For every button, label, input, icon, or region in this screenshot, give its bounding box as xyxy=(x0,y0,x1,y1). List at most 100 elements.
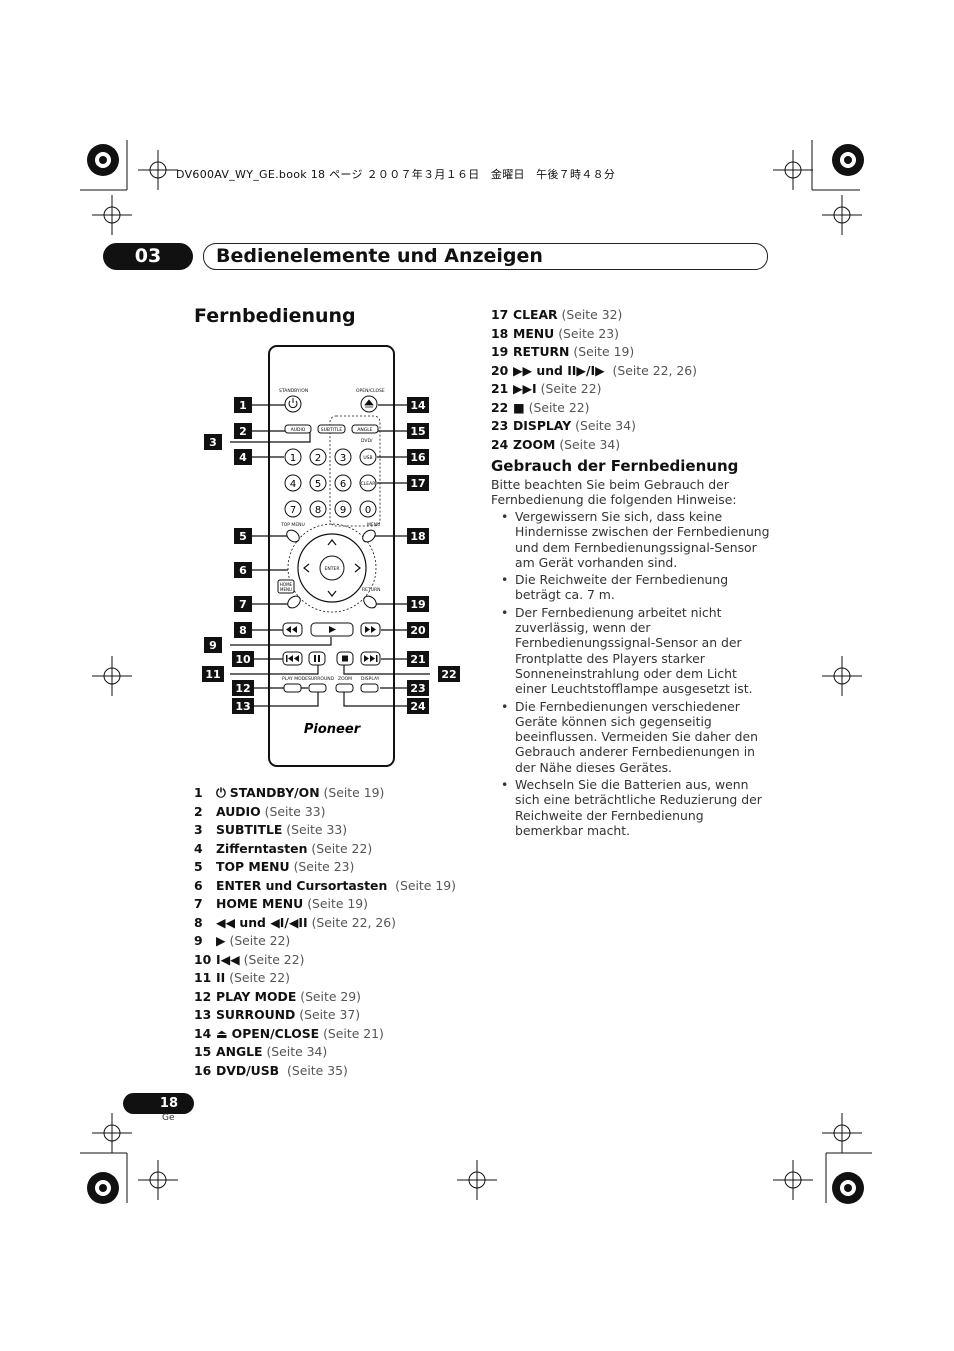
list-item: Die Fernbedienungen verschiedener Geräte… xyxy=(498,699,770,775)
previous-icon xyxy=(286,655,299,662)
svg-text:7: 7 xyxy=(239,598,247,611)
svg-text:7: 7 xyxy=(290,505,296,516)
svg-text:1: 1 xyxy=(290,453,296,464)
print-header: DV600AV_WY_GE.book 18 ページ ２００７年３月１６日 金曜日… xyxy=(176,168,616,181)
pause-button xyxy=(308,651,326,666)
list-item: 1⏻ STANDBY/ON (Seite 19) xyxy=(194,785,385,800)
section-title: Fernbedienung xyxy=(194,305,356,327)
chapter-title: Bedienelemente und Anzeigen xyxy=(216,245,543,267)
svg-text:4: 4 xyxy=(239,451,247,464)
svg-text:AUDIO: AUDIO xyxy=(291,427,306,433)
usage-bullets: Vergewissern Sie sich, dass keine Hinder… xyxy=(498,509,770,840)
svg-text:3: 3 xyxy=(209,436,217,449)
cursor-right-icon xyxy=(354,563,361,573)
list-item: Der Fernbedienung arbeitet nicht zuverlä… xyxy=(498,605,770,697)
svg-text:9: 9 xyxy=(209,639,217,652)
list-item: 20▶▶ und II▶/I▶ (Seite 22, 26) xyxy=(491,362,697,378)
svg-text:14: 14 xyxy=(410,399,426,412)
usage-title: Gebrauch der Fernbedienung xyxy=(491,457,739,475)
svg-text:22: 22 xyxy=(441,668,456,681)
list-item: 22■ (Seite 22) xyxy=(491,399,590,415)
svg-text:ANGLE: ANGLE xyxy=(357,427,372,433)
angle-button xyxy=(351,424,379,434)
svg-text:23: 23 xyxy=(410,682,425,695)
svg-text:8: 8 xyxy=(239,624,247,637)
svg-text:0: 0 xyxy=(365,505,371,516)
svg-text:CLEAR: CLEAR xyxy=(361,481,376,487)
list-item: 14⏏ OPEN/CLOSE (Seite 21) xyxy=(194,1025,384,1041)
dvd-usb-button xyxy=(359,448,377,466)
remote-label-surround: SURROUND xyxy=(308,676,335,682)
next-icon xyxy=(364,655,378,662)
list-item: 8◀◀ und ◀I/◀II (Seite 22, 26) xyxy=(194,914,397,930)
remote-control-illustration: STANDBY/ON OPEN/CLOSE DVD/ TOP MENU MENU… xyxy=(202,345,460,767)
list-item: Vergewissern Sie sich, dass keine Hinder… xyxy=(498,509,770,570)
subtitle-button xyxy=(317,424,346,434)
svg-text:16: 16 xyxy=(410,451,426,464)
standby-button xyxy=(284,395,302,413)
svg-text:9: 9 xyxy=(340,505,346,516)
display-button xyxy=(360,683,379,693)
remote-label-dvd: DVD/ xyxy=(361,438,373,444)
eject-icon xyxy=(364,399,374,408)
page-number: 18 xyxy=(159,1096,178,1111)
list-item: 9▶ (Seite 22) xyxy=(194,933,291,948)
rewind-icon xyxy=(286,626,297,633)
home-menu-button xyxy=(287,595,301,609)
remote-label-open-close: OPEN/CLOSE xyxy=(356,388,385,394)
remote-label-top-menu: TOP MENU xyxy=(280,522,305,528)
power-icon xyxy=(288,400,298,409)
svg-text:5: 5 xyxy=(239,530,247,543)
audio-button xyxy=(284,424,312,434)
pioneer-logo: Pioneer xyxy=(304,722,362,737)
stop-icon xyxy=(342,655,348,662)
svg-text:13: 13 xyxy=(235,700,250,713)
list-item: Die Reichweite der Fernbedienung beträgt… xyxy=(498,572,770,603)
clear-button xyxy=(359,474,377,492)
svg-text:18: 18 xyxy=(410,530,425,543)
menu-button xyxy=(362,529,376,543)
play-icon xyxy=(329,626,336,633)
chapter-number: 03 xyxy=(103,243,193,270)
svg-text:SUBTITLE: SUBTITLE xyxy=(321,427,343,433)
svg-text:24: 24 xyxy=(410,700,426,713)
svg-text:MENU: MENU xyxy=(280,587,292,592)
svg-text:6: 6 xyxy=(340,479,346,490)
page-number-badge: 18 xyxy=(123,1093,194,1114)
svg-text:10: 10 xyxy=(235,653,251,666)
svg-text:3: 3 xyxy=(340,453,346,464)
svg-text:21: 21 xyxy=(410,653,425,666)
cursor-left-icon xyxy=(303,563,310,573)
remote-label-menu: MENU xyxy=(367,522,380,528)
remote-label-standby: STANDBY/ON xyxy=(279,388,308,394)
zoom-button xyxy=(335,683,354,693)
remote-label-display: DISPLAY xyxy=(361,676,380,682)
pause-icon xyxy=(314,655,320,662)
cursor-down-icon xyxy=(327,590,337,597)
surround-button xyxy=(308,683,327,693)
remote-label-zoom: ZOOM xyxy=(338,676,352,682)
play-mode-button xyxy=(283,683,302,693)
fast-forward-button xyxy=(360,622,381,637)
chapter-title-frame xyxy=(203,243,768,270)
svg-text:20: 20 xyxy=(410,624,426,637)
cursor-up-icon xyxy=(327,539,337,546)
svg-text:19: 19 xyxy=(410,598,425,611)
svg-text:4: 4 xyxy=(290,479,296,490)
